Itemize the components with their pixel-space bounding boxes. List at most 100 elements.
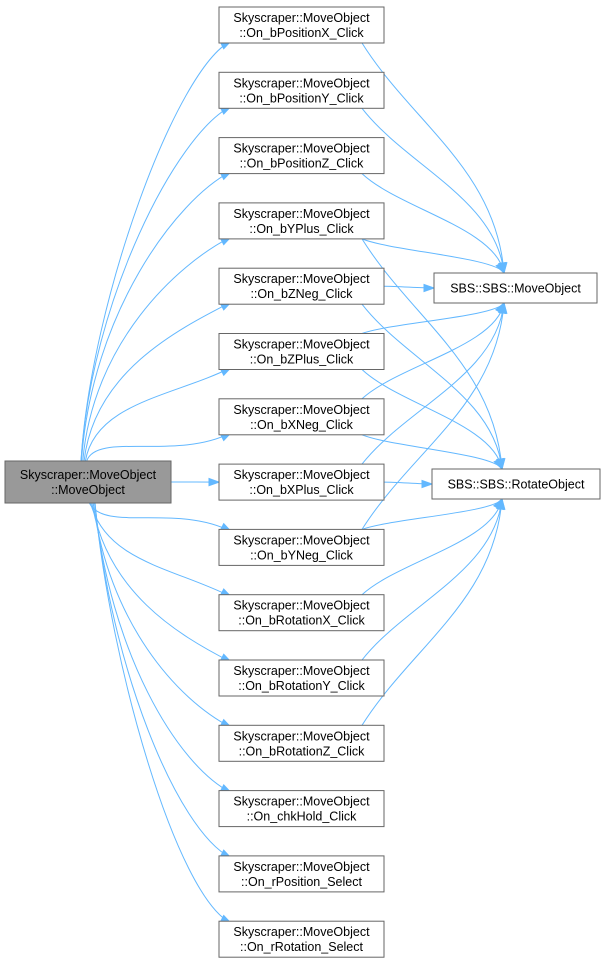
caller-node-on-brotationx-click-box <box>218 594 385 632</box>
edge-c8-to-t1 <box>361 498 503 530</box>
target-node-moveobject[interactable]: SBS::SBS::MoveObject <box>433 272 598 304</box>
caller-node-on-brotationy-click[interactable]: Skyscraper::MoveObject::On_bRotationY_Cl… <box>218 659 385 697</box>
edge-c3-to-t0-arrowhead <box>495 261 505 275</box>
edge-root-to-c7-arrowhead <box>208 477 221 487</box>
edge-root-to-c14 <box>94 502 232 924</box>
caller-node-on-bzneg-click-label-1: Skyscraper::MoveObject <box>233 272 370 286</box>
root-node-label-2: ::MoveObject <box>51 483 125 497</box>
edge-c2-to-t0 <box>361 173 505 274</box>
caller-node-on-bpositionx-click[interactable]: Skyscraper::MoveObject::On_bPositionX_Cl… <box>218 6 385 44</box>
edge-c6-to-t1 <box>361 434 503 470</box>
caller-node-on-bpositionz-click-label-2: ::On_bPositionZ_Click <box>240 157 364 171</box>
edge-root-to-c11 <box>92 502 232 728</box>
edge-c4-to-t1 <box>361 303 503 470</box>
edge-root-to-c8 <box>88 502 232 532</box>
caller-node-on-bpositionx-click-box <box>218 6 385 44</box>
target-node-rotateobject-label-1: SBS::SBS::RotateObject <box>448 478 585 492</box>
caller-node-on-byplus-click-box <box>218 202 385 240</box>
caller-node-on-rposition-select-label-2: ::On_rPosition_Select <box>241 875 362 889</box>
caller-node-on-rposition-select-label-1: Skyscraper::MoveObject <box>233 860 370 874</box>
caller-node-on-brotationz-click-box <box>218 724 385 762</box>
caller-node-on-rrotation-select[interactable]: Skyscraper::MoveObject::On_rRotation_Sel… <box>218 920 385 958</box>
caller-node-on-byneg-click-label-1: Skyscraper::MoveObject <box>233 533 370 547</box>
caller-node-on-bxplus-click-label-1: Skyscraper::MoveObject <box>233 468 370 482</box>
caller-node-on-brotationx-click-label-1: Skyscraper::MoveObject <box>233 599 370 613</box>
caller-node-on-rposition-select-box <box>218 855 385 893</box>
caller-node-on-chkhold-click-label-2: ::On_chkHold_Click <box>247 810 358 824</box>
edge-root-to-c4 <box>83 301 232 462</box>
caller-node-on-bzneg-click[interactable]: Skyscraper::MoveObject::On_bZNeg_Click <box>218 267 385 305</box>
caller-node-on-bzneg-click-label-2: ::On_bZNeg_Click <box>250 287 353 301</box>
caller-node-on-byneg-click-label-2: ::On_bYNeg_Click <box>250 548 354 562</box>
caller-node-on-byplus-click-label-2: ::On_bYPlus_Click <box>249 222 354 236</box>
edge-c6-to-t1-arrowhead <box>493 457 503 471</box>
edge-root-to-c3 <box>82 236 232 462</box>
caller-node-on-byneg-click[interactable]: Skyscraper::MoveObject::On_bYNeg_Click <box>218 528 385 566</box>
caller-node-on-byplus-click-label-1: Skyscraper::MoveObject <box>233 207 370 221</box>
caller-node-on-rrotation-select-box <box>218 920 385 958</box>
edge-c10-to-t1 <box>361 498 503 661</box>
caller-node-on-chkhold-click[interactable]: Skyscraper::MoveObject::On_chkHold_Click <box>218 790 385 828</box>
caller-node-on-brotationy-click-label-1: Skyscraper::MoveObject <box>233 664 370 678</box>
caller-node-on-rrotation-select-label-2: ::On_rRotation_Select <box>240 940 364 954</box>
edge-c4-to-t0-arrowhead <box>423 283 436 293</box>
caller-node-on-bpositiony-click-box <box>218 71 385 109</box>
caller-node-on-chkhold-click-label-1: Skyscraper::MoveObject <box>233 795 370 809</box>
edge-c5-to-t1 <box>361 369 503 470</box>
root-node[interactable]: Skyscraper::MoveObject::MoveObject <box>4 460 172 504</box>
caller-node-on-bpositionz-click-box <box>218 137 385 175</box>
edge-c9-to-t1 <box>361 498 503 596</box>
caller-node-on-brotationx-click-label-2: ::On_bRotationX_Click <box>238 614 365 628</box>
caller-node-on-brotationx-click[interactable]: Skyscraper::MoveObject::On_bRotationX_Cl… <box>218 594 385 632</box>
target-node-moveobject-box <box>433 272 598 304</box>
caller-node-on-bxplus-click[interactable]: Skyscraper::MoveObject::On_bXPlus_Click <box>218 463 385 501</box>
caller-node-on-chkhold-click-box <box>218 790 385 828</box>
root-node-label-1: Skyscraper::MoveObject <box>20 468 157 482</box>
target-node-rotateobject[interactable]: SBS::SBS::RotateObject <box>431 468 601 500</box>
caller-node-on-brotationy-click-label-2: ::On_bRotationY_Click <box>238 679 365 693</box>
caller-node-on-rposition-select[interactable]: Skyscraper::MoveObject::On_rPosition_Sel… <box>218 855 385 893</box>
nodes-layer: Skyscraper::MoveObject::MoveObjectSkyscr… <box>4 6 601 958</box>
caller-node-on-bpositiony-click-label-1: Skyscraper::MoveObject <box>233 76 370 90</box>
edge-c7-to-t1-arrowhead <box>421 479 434 489</box>
edge-root-to-c10 <box>91 502 232 663</box>
target-node-rotateobject-box <box>431 468 601 500</box>
target-node-moveobject-label-1: SBS::SBS::MoveObject <box>450 282 581 296</box>
caller-node-on-bpositionx-click-label-2: ::On_bPositionX_Click <box>239 26 364 40</box>
edges-layer <box>80 40 508 924</box>
caller-node-on-rrotation-select-label-1: Skyscraper::MoveObject <box>233 925 370 939</box>
edge-c1-to-t0 <box>361 107 505 274</box>
caller-node-on-brotationz-click[interactable]: Skyscraper::MoveObject::On_bRotationZ_Cl… <box>218 724 385 762</box>
edge-c6-to-t0 <box>361 302 505 400</box>
caller-node-on-bxneg-click[interactable]: Skyscraper::MoveObject::On_bXNeg_Click <box>218 398 385 436</box>
caller-node-on-bzplus-click-box <box>218 333 385 370</box>
caller-node-on-brotationz-click-label-2: ::On_bRotationZ_Click <box>239 744 366 758</box>
caller-node-on-bzplus-click-label-2: ::On_bZPlus_Click <box>250 353 354 367</box>
caller-node-on-byneg-click-box <box>218 528 385 566</box>
caller-node-on-bpositionx-click-label-1: Skyscraper::MoveObject <box>233 11 370 25</box>
edge-root-to-c13 <box>94 502 232 859</box>
caller-node-on-bxneg-click-label-1: Skyscraper::MoveObject <box>233 403 370 417</box>
caller-node-on-bzplus-click[interactable]: Skyscraper::MoveObject::On_bZPlus_Click <box>218 333 385 370</box>
caller-node-on-bxplus-click-label-2: ::On_bXPlus_Click <box>249 483 354 497</box>
edge-c7-to-t0 <box>361 302 505 465</box>
caller-node-on-brotationy-click-box <box>218 659 385 697</box>
edge-root-to-c5 <box>84 367 232 462</box>
caller-node-on-bpositiony-click[interactable]: Skyscraper::MoveObject::On_bPositionY_Cl… <box>218 71 385 109</box>
edge-c3-to-t0 <box>361 238 505 274</box>
caller-node-on-bxneg-click-label-2: ::On_bXNeg_Click <box>250 418 354 432</box>
caller-node-on-bpositiony-click-label-2: ::On_bPositionY_Click <box>239 91 364 105</box>
caller-node-on-byplus-click[interactable]: Skyscraper::MoveObject::On_bYPlus_Click <box>218 202 385 240</box>
caller-node-on-bpositionz-click-label-1: Skyscraper::MoveObject <box>233 142 370 156</box>
caller-node-on-bzneg-click-box <box>218 267 385 305</box>
caller-node-on-bxplus-click-box <box>218 463 385 501</box>
caller-node-on-bpositionz-click[interactable]: Skyscraper::MoveObject::On_bPositionZ_Cl… <box>218 137 385 175</box>
edge-c11-to-t1-arrowhead <box>496 497 506 510</box>
caller-node-on-brotationz-click-label-1: Skyscraper::MoveObject <box>233 729 370 743</box>
caller-node-on-bxneg-click-box <box>218 398 385 436</box>
edge-root-to-c0 <box>80 40 232 462</box>
edge-root-to-c6 <box>86 432 232 462</box>
edge-c5-to-t0 <box>361 302 505 334</box>
edge-root-to-c9 <box>90 502 232 598</box>
